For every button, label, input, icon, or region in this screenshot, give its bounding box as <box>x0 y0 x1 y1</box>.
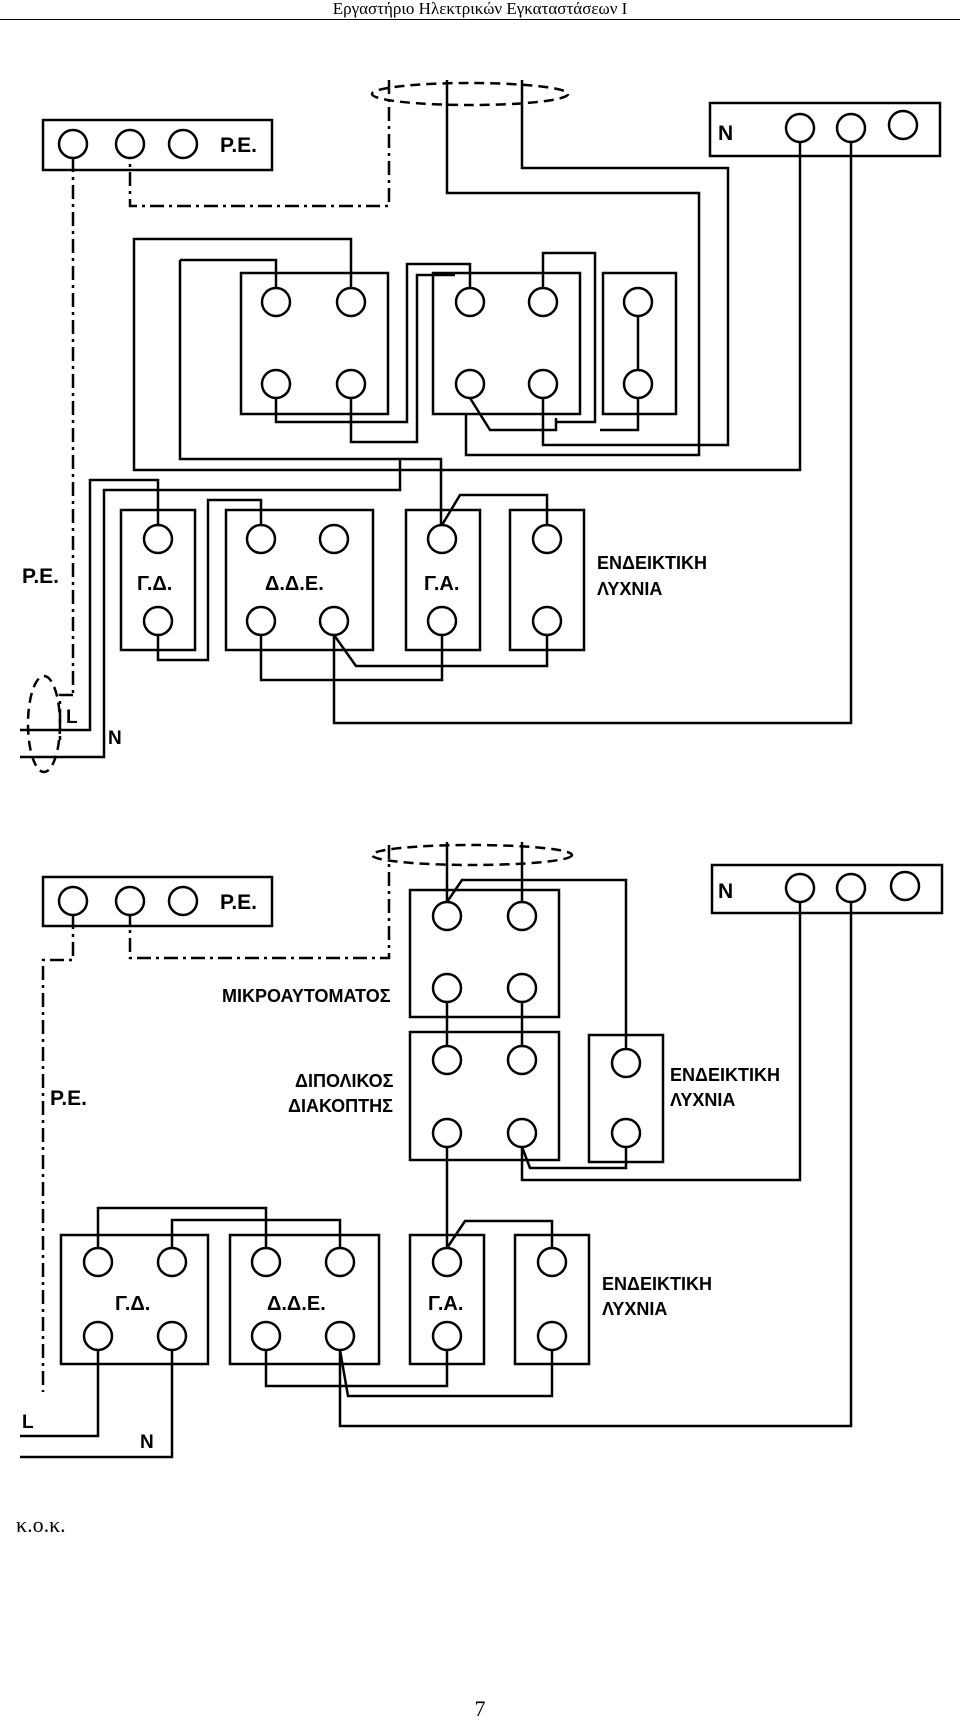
pe-bar-label: Ρ.Ε. <box>220 134 257 157</box>
neutral-terminal-bar <box>710 863 944 915</box>
lamp-box <box>513 1233 591 1366</box>
terminal <box>887 109 919 141</box>
gd-label: Γ.Δ. <box>137 573 172 595</box>
supply-cable-bundle <box>26 674 62 774</box>
dde-label: Δ.Δ.Ε. <box>265 573 324 595</box>
terminal <box>784 112 816 144</box>
continuation-note: κ.ο.κ. <box>16 1512 66 1537</box>
double-pole-switch-box <box>408 1030 561 1162</box>
pe-line-label: Ρ.Ε. <box>22 565 59 588</box>
gd-label: Γ.Δ. <box>115 1293 150 1315</box>
lamp-label-line1: ΕΝΔΕΙΚΤΙΚΗ <box>602 1274 712 1294</box>
upper-lamp-label-line2: ΛΥΧΝΙΑ <box>670 1090 735 1110</box>
double-pole-label-line2: ΔΙΑΚΟΠΤΗΣ <box>288 1096 393 1116</box>
diagram-1 <box>20 80 942 774</box>
cable-bundle-top <box>370 843 574 867</box>
pe-line-label: Ρ.Ε. <box>50 1087 87 1110</box>
pe-terminal-bar <box>41 875 274 928</box>
pe-bar-label: Ρ.Ε. <box>220 891 257 914</box>
upper-switch-box-1 <box>239 271 390 416</box>
upper-lamp-label-line1: ΕΝΔΕΙΚΤΙΚΗ <box>670 1065 780 1085</box>
terminal <box>57 128 89 160</box>
mcb-box <box>408 888 561 1019</box>
mcb-label: ΜΙΚΡΟΑΥΤΟΜΑΤΟΣ <box>222 986 391 1006</box>
n-line-label: N <box>140 1432 154 1453</box>
pe-terminal-bar <box>41 118 274 172</box>
lamp-label-line1: ΕΝΔΕΙΚΤΙΚΗ <box>597 553 707 573</box>
dde-label: Δ.Δ.Ε. <box>267 1293 326 1315</box>
lamp-box <box>508 508 586 652</box>
upper-switch-box-2 <box>431 271 582 416</box>
page-number: 7 <box>474 1696 486 1721</box>
n-line-label: N <box>108 728 122 749</box>
lamp-label-line2: ΛΥΧΝΙΑ <box>597 579 662 599</box>
lamp-label-line2: ΛΥΧΝΙΑ <box>602 1299 667 1319</box>
n-bar-label: N <box>718 122 733 145</box>
l-line-label: L <box>22 1412 34 1433</box>
ga-label: Γ.Α. <box>424 573 459 595</box>
l-line-label: L <box>66 707 78 728</box>
double-pole-label-line1: ΔΙΠΟΛΙΚΟΣ <box>295 1071 394 1091</box>
diagram-2 <box>20 842 944 1459</box>
n-bar-label: N <box>718 880 733 903</box>
ga-label: Γ.Α. <box>428 1293 463 1315</box>
neutral-terminal-bar <box>708 101 942 158</box>
page-header: Εργαστήριο Ηλεκτρικών Εγκαταστάσεων Ι <box>0 0 960 20</box>
terminal <box>167 128 199 160</box>
dde-box <box>228 1233 381 1366</box>
terminal <box>114 128 146 160</box>
terminal <box>835 112 867 144</box>
upper-switch-box-3 <box>601 271 678 416</box>
cable-bundle-top <box>370 81 570 107</box>
dde-box <box>224 508 375 652</box>
upper-lamp-box <box>587 1033 665 1164</box>
gd-box <box>59 1233 210 1366</box>
